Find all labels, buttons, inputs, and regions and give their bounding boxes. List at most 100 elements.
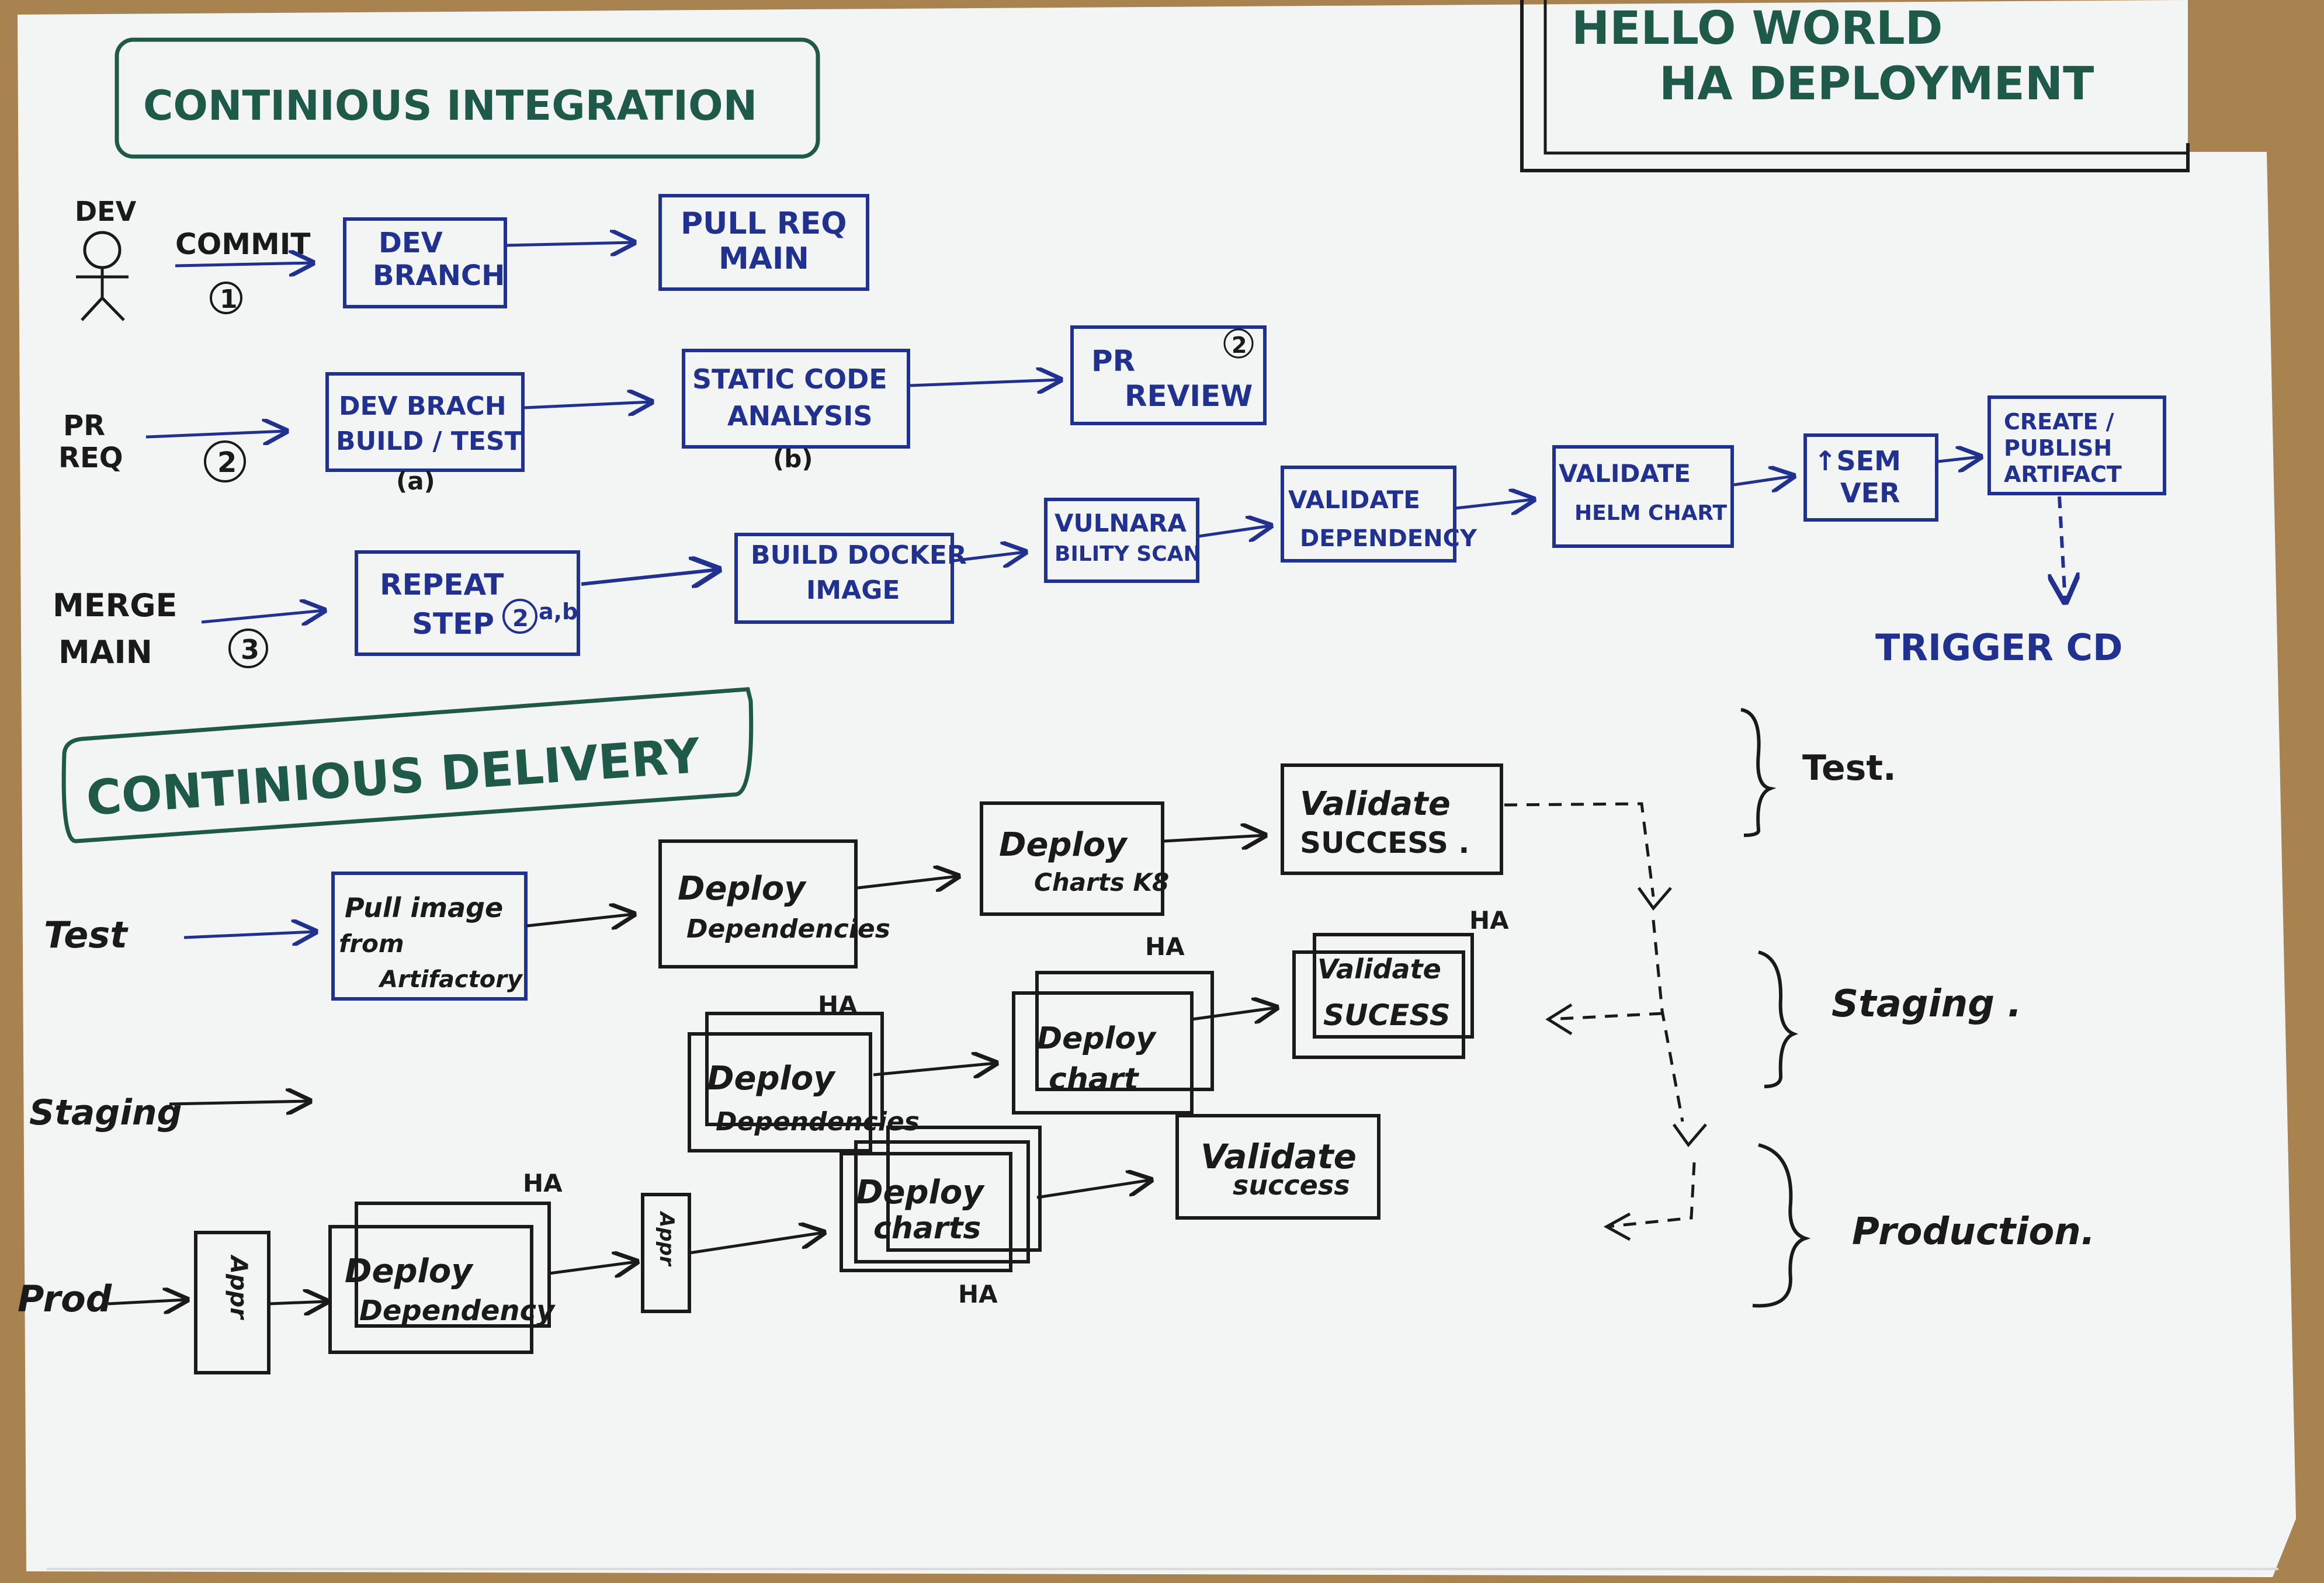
prod-label: Prod [18,1277,112,1320]
svg-text:HELM CHART: HELM CHART [1574,501,1728,525]
deploy-chart-staging-box: Deploy chart [1012,971,1214,1115]
pull-image-box: Pull image from Artifactory [331,872,528,1001]
validate-helm-box: VALIDATE HELM CHART [1552,445,1734,548]
trigger-cd-label: TRIGGER CD [1875,626,2123,669]
svg-text:STATIC CODE: STATIC CODE [692,363,887,395]
svg-text:success: success [1233,1169,1350,1201]
svg-text:STEP: STEP [412,607,494,641]
promotion-path [1504,802,1696,1228]
vulnerability-scan-box: VULNARA BILITY SCAN [1044,498,1201,583]
svg-text:REPEAT: REPEAT [380,568,504,602]
deploy-dependencies-staging-box: Deploy Dependencies [688,1012,920,1152]
svg-text:Deploy: Deploy [999,826,1128,864]
step3-badge: 3 [241,634,259,665]
title-line2: HA DEPLOYMENT [1659,58,2094,110]
pull-req-box: PULL REQ MAIN [658,194,869,291]
static-code-box: STATIC CODE ANALYSIS (b) [682,349,910,473]
svg-text:charts: charts [873,1211,981,1246]
svg-text:↑SEM: ↑SEM [1814,445,1901,477]
test-label: Test [44,914,129,956]
svg-text:PULL REQ: PULL REQ [681,206,847,241]
svg-text:Validate: Validate [1300,785,1451,823]
svg-text:CREATE /: CREATE / [2004,409,2114,435]
ha-label-1: HA [818,991,858,1019]
validate-success-staging-box: Validate SUCESS [1292,933,1474,1059]
deploy-charts-test-box: Deploy Charts K8 [980,801,1169,916]
deploy-dependency-prod-box: Deploy Dependency [328,1202,556,1354]
svg-text:Deploy: Deploy [345,1252,474,1290]
svg-text:Deploy: Deploy [1037,1021,1157,1056]
dev-branch-box: DEV BRANCH [343,217,507,308]
ci-heading: CONTINIOUS INTEGRATION [115,37,820,159]
merge-label-1: MERGE [53,587,177,624]
svg-text:PUBLISH: PUBLISH [2004,435,2112,461]
svg-text:MAIN: MAIN [719,241,809,276]
svg-text:Validate: Validate [1201,1137,1357,1176]
validate-success-test-box: Validate SUCCESS . [1281,763,1503,875]
svg-text:Dependency: Dependency [359,1294,556,1327]
dev-build-box: DEV BRACH BUILD / TEST (a) [325,372,525,495]
dev-label: DEV [75,196,137,227]
svg-text:DEV: DEV [379,227,443,259]
svg-text:(b): (b) [773,445,813,473]
svg-text:(a): (a) [396,467,435,495]
svg-text:from: from [339,929,404,958]
svg-text:2: 2 [1232,332,1247,358]
pr-req-label-2: REQ [58,442,123,474]
svg-text:BUILD / TEST: BUILD / TEST [336,426,522,456]
svg-text:2: 2 [512,605,529,632]
svg-text:ANALYSIS: ANALYSIS [727,400,873,432]
ha-label-5: HA [958,1280,998,1308]
svg-text:VULNARA: VULNARA [1055,509,1187,537]
env-test-label: Test. [1802,748,1896,789]
svg-text:Deploy: Deploy [678,870,807,908]
env-braces [1740,708,1811,1308]
svg-text:Charts K8: Charts K8 [1034,868,1169,897]
svg-text:DEPENDENCY: DEPENDENCY [1300,525,1477,552]
staging-label: Staging [29,1092,182,1133]
ci-heading-text: CONTINIOUS INTEGRATION [143,82,757,130]
svg-text:a,b: a,b [539,599,578,624]
commit-label: COMMIT [175,227,310,261]
svg-text:Artifactory: Artifactory [378,966,523,993]
svg-text:Appr: Appr [225,1254,252,1320]
validate-dependency-box: VALIDATE DEPENDENCY [1281,466,1477,563]
svg-text:BRANCH: BRANCH [373,259,505,292]
svg-text:ARTIFACT: ARTIFACT [2004,461,2122,487]
ha-label-2: HA [1145,932,1185,961]
merge-label-2: MAIN [58,634,152,671]
deploy-dependencies-test-box: Deploy Dependencies [658,839,890,968]
svg-text:Appr: Appr [655,1210,678,1267]
step2-badge: 2 [217,446,237,479]
pr-review-box: PR REVIEW 2 [1070,325,1267,425]
svg-text:Dependencies: Dependencies [686,914,890,944]
step1-badge: 1 [220,284,238,314]
semver-box: ↑SEM VER [1803,433,1938,522]
svg-text:VALIDATE: VALIDATE [1559,459,1691,488]
svg-text:Deploy: Deploy [856,1174,985,1211]
pr-req-label-1: PR [63,409,105,442]
svg-text:VER: VER [1840,477,1900,509]
paper-sheet [18,0,2296,1577]
validate-success-prod-box: Validate success [1175,1114,1380,1220]
create-publish-box: CREATE / PUBLISH ARTIFACT [1987,395,2166,495]
svg-text:Deploy: Deploy [707,1060,836,1098]
repeat-step-box: REPEAT STEP 2 a,b [355,550,580,656]
title-box: HELLO WORLD HA DEPLOYMENT [1520,0,2190,172]
deploy-charts-prod-box: Deploy charts [840,1126,1042,1272]
svg-text:SUCESS: SUCESS [1323,998,1451,1032]
build-docker-box: BUILD DOCKER IMAGE [734,533,967,624]
svg-text:Dependencies: Dependencies [716,1107,920,1137]
svg-text:VALIDATE: VALIDATE [1288,485,1420,514]
svg-text:IMAGE: IMAGE [806,575,900,605]
svg-text:Pull image: Pull image [345,892,503,924]
svg-text:DEV BRACH: DEV BRACH [339,391,507,421]
env-staging-label: Staging . [1832,983,2022,1026]
svg-text:BUILD DOCKER: BUILD DOCKER [751,540,967,570]
svg-text:REVIEW: REVIEW [1125,379,1253,413]
svg-text:PR: PR [1091,344,1135,378]
title-line1: HELLO WORLD [1572,2,1943,55]
ha-label-3: HA [1469,906,1509,935]
